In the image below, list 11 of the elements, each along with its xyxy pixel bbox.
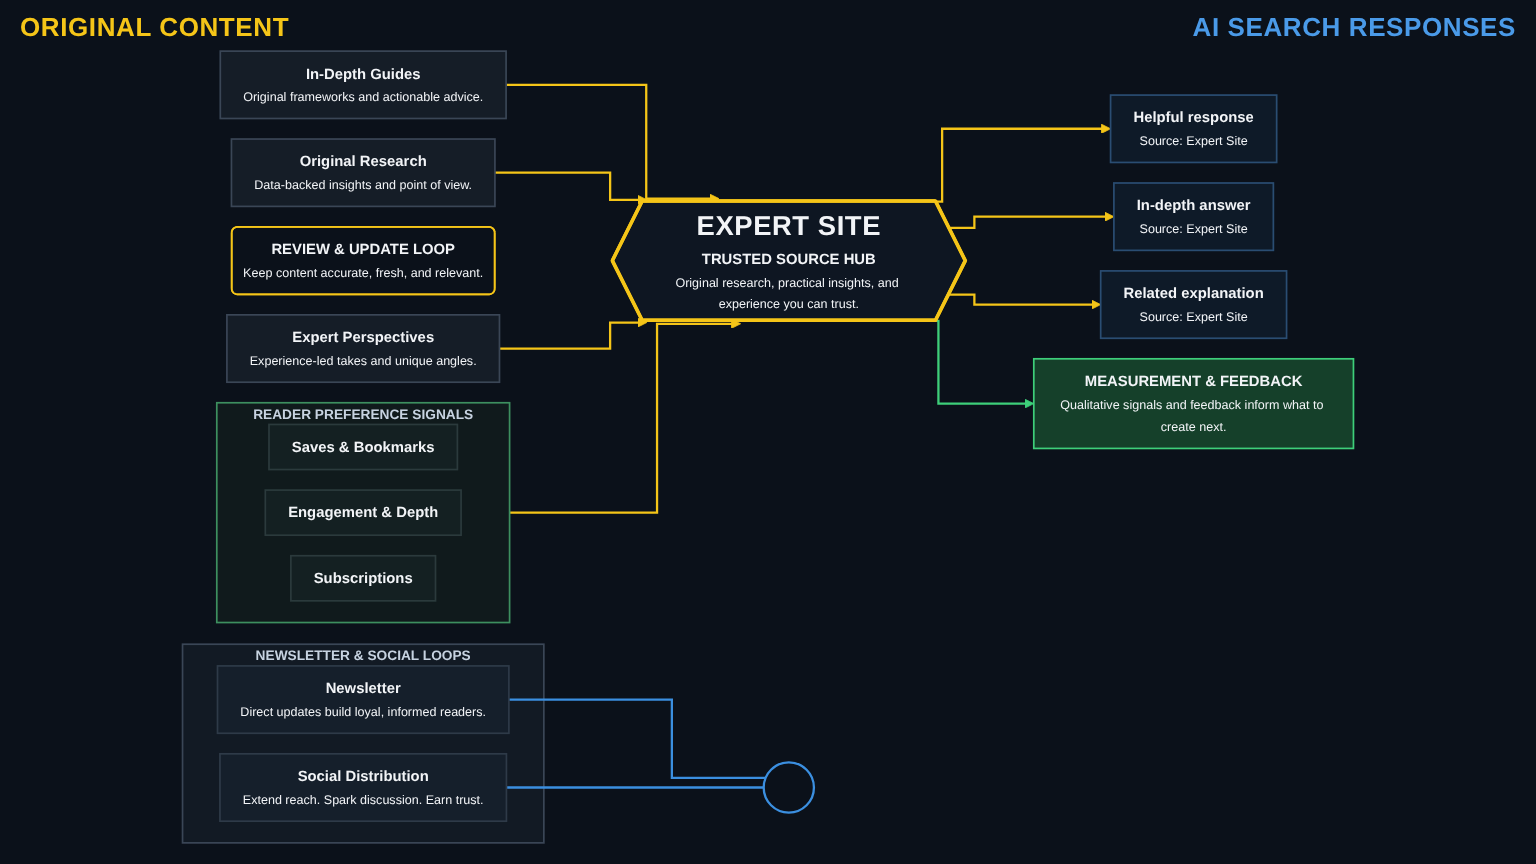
arrow [949,211,1115,229]
section-heading: AI SEARCH RESPONSES [1192,12,1516,42]
connector [506,786,764,789]
arrow [494,171,648,205]
arrow [949,293,1102,310]
arrow [506,83,720,204]
section-heading: ORIGINAL CONTENT [20,12,290,42]
arrow [509,318,742,514]
arrow [499,317,648,350]
node-circle [762,761,816,814]
connector [508,698,766,779]
